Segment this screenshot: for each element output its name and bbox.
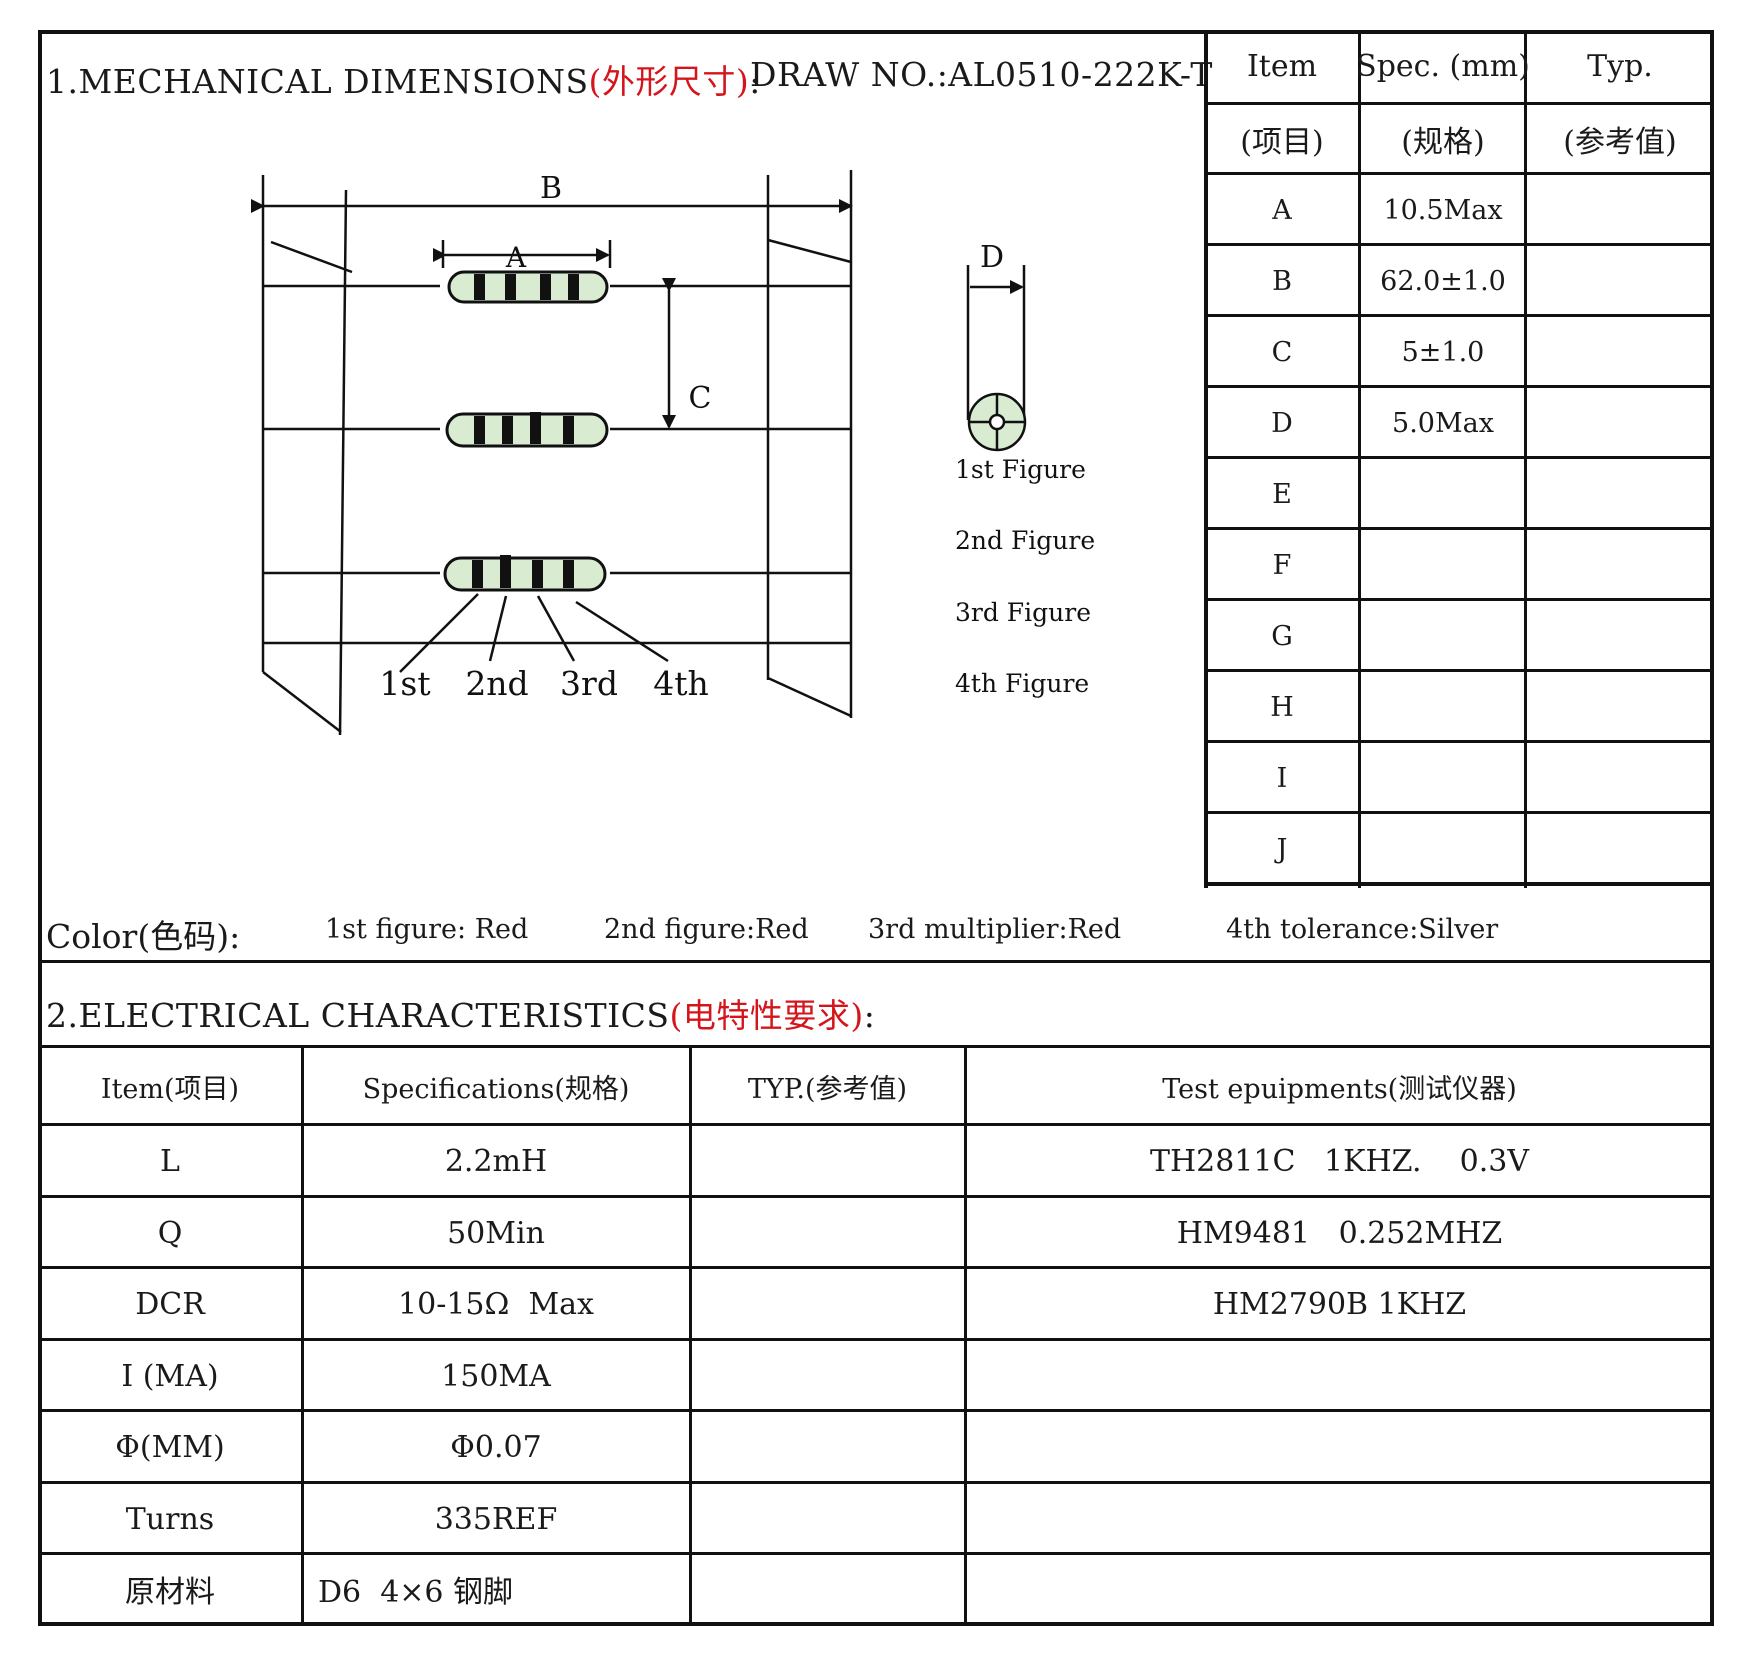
dim-label-b: B <box>540 171 562 206</box>
elec-row-q-typ <box>690 1198 965 1268</box>
band-label-1: 1st <box>379 664 430 703</box>
figure-label-2: 2nd Figure <box>955 526 1095 555</box>
elec-header-item: Item(项目) <box>100 1073 240 1105</box>
elec-row-material-spec: D6 4×6 钢脚 <box>318 1575 514 1610</box>
divider-color <box>38 960 1714 963</box>
section1-title-suffix: : <box>749 62 761 101</box>
dim-label-a: A <box>505 241 527 274</box>
spec-row-f-typ <box>1526 530 1714 600</box>
elec-header-typ: TYP.(参考值) <box>747 1073 908 1105</box>
spec-row-b-item: B <box>1272 265 1292 297</box>
document-frame <box>38 30 1714 1626</box>
section1-title: 1.MECHANICAL DIMENSIONS(外形尺寸): <box>46 55 761 103</box>
elec-row-l-test: TH2811C 1KHZ. 0.3V <box>1149 1143 1530 1179</box>
spec-row-c-typ <box>1526 317 1714 387</box>
elec-row-dcr-spec: 10-15Ω Max <box>398 1286 594 1322</box>
spec-row-j-spec <box>1360 814 1526 884</box>
spec-row-c-spec: 5±1.0 <box>1401 336 1485 368</box>
elec-row-dcr-typ <box>690 1269 965 1339</box>
color-code-label: Color(色码): <box>46 917 241 956</box>
section1-title-cn: (外形尺寸) <box>588 62 750 101</box>
drawing-number: DRAW NO.:AL0510-222K-T <box>750 55 1213 94</box>
elec-row-turns-spec: 335REF <box>434 1501 558 1537</box>
spec-header-spec-cn: (规格) <box>1401 125 1485 160</box>
spec-row-i-spec <box>1360 743 1526 813</box>
section2-title-cn: (电特性要求) <box>669 996 864 1035</box>
spec-row-h-item: H <box>1270 691 1294 723</box>
elec-row-material-item: 原材料 <box>125 1575 215 1610</box>
band-label-2: 2nd <box>465 664 528 703</box>
color-code-item-2: 2nd figure:Red <box>604 914 809 945</box>
elec-header-test: Test epuipments(测试仪器) <box>1162 1073 1517 1105</box>
spec-row-b-typ <box>1526 246 1714 316</box>
spec-row-b-spec: 62.0±1.0 <box>1380 265 1506 297</box>
spec-row-c-item: C <box>1271 336 1293 368</box>
spec-row-h-spec <box>1360 672 1526 742</box>
elec-row-q-item: Q <box>157 1215 183 1251</box>
elec-row-dcr-test: HM2790B 1KHZ <box>1212 1286 1467 1322</box>
spec-row-a-typ <box>1526 175 1714 245</box>
elec-row-current-test <box>965 1341 1714 1411</box>
elec-row-current-spec: 150MA <box>441 1358 551 1394</box>
spec-header-typ-cn: (参考值) <box>1563 125 1677 160</box>
elec-row-diameter-spec: Φ0.07 <box>450 1429 542 1465</box>
spec-table: Item Spec. (mm) Typ. (项目) (规格) (参考值) A 1… <box>1204 30 1714 888</box>
spec-row-d-typ <box>1526 388 1714 458</box>
section1-title-en: 1.MECHANICAL DIMENSIONS <box>46 62 589 101</box>
spec-row-h-typ <box>1526 672 1714 742</box>
elec-header-spec: Specifications(规格) <box>362 1073 630 1105</box>
section2-title-suffix: : <box>863 996 876 1035</box>
section2-title-en: 2.ELECTRICAL CHARACTERISTICS <box>46 996 670 1035</box>
dim-label-d: D <box>980 240 1004 275</box>
mechanical-drawing: B A C D 1st 2nd 3rd 4th 1st Figure 2nd F… <box>251 170 1095 736</box>
spec-row-f-item: F <box>1272 549 1292 581</box>
spec-row-g-item: G <box>1271 620 1293 652</box>
electrical-table: Item(项目) Specifications(规格) TYP.(参考值) Te… <box>38 1045 1714 1626</box>
spec-row-j-item: J <box>1276 833 1288 865</box>
figure-label-3: 3rd Figure <box>955 598 1091 627</box>
spec-header-item-cn: (项目) <box>1240 125 1324 160</box>
spec-row-g-typ <box>1526 601 1714 671</box>
elec-row-turns-typ <box>690 1484 965 1554</box>
elec-row-material-test <box>965 1555 1714 1623</box>
spec-row-i-typ <box>1526 743 1714 813</box>
elec-row-dcr-item: DCR <box>135 1286 205 1322</box>
elec-row-material-typ <box>690 1555 965 1623</box>
spec-header-typ: Typ. <box>1587 49 1653 84</box>
figure-label-4: 4th Figure <box>955 669 1089 698</box>
spec-row-e-item: E <box>1272 478 1292 510</box>
spec-header-spec: Spec. (mm) <box>1356 49 1530 84</box>
elec-row-l-typ <box>690 1126 965 1196</box>
figure-label-1: 1st Figure <box>955 455 1086 484</box>
spec-row-e-typ <box>1526 459 1714 529</box>
elec-row-q-spec: 50Min <box>447 1215 545 1251</box>
color-code-item-1: 1st figure: Red <box>325 914 529 945</box>
spec-header-item: Item <box>1246 49 1318 84</box>
spec-row-a-item: A <box>1272 194 1292 226</box>
spec-row-j-typ <box>1526 814 1714 884</box>
spec-row-f-spec <box>1360 530 1526 600</box>
dim-label-c: C <box>689 381 712 416</box>
elec-row-diameter-typ <box>690 1412 965 1482</box>
elec-row-diameter-item: Φ(MM) <box>115 1429 225 1465</box>
elec-row-current-item: I (MA) <box>121 1358 219 1394</box>
section2-title: 2.ELECTRICAL CHARACTERISTICS(电特性要求): <box>46 989 875 1037</box>
elec-row-diameter-test <box>965 1412 1714 1482</box>
spec-row-a-spec: 10.5Max <box>1383 194 1503 226</box>
band-label-4: 4th <box>653 664 709 703</box>
elec-row-turns-item: Turns <box>125 1501 215 1537</box>
spec-row-i-item: I <box>1276 762 1288 794</box>
spec-row-d-spec: 5.0Max <box>1392 407 1494 439</box>
elec-row-current-typ <box>690 1341 965 1411</box>
color-code-item-3: 3rd multiplier:Red <box>868 914 1122 945</box>
elec-row-l-spec: 2.2mH <box>444 1143 548 1179</box>
elec-row-q-test: HM9481 0.252MHZ <box>1176 1215 1503 1251</box>
color-code-item-4: 4th tolerance:Silver <box>1226 914 1499 945</box>
elec-row-turns-test <box>965 1484 1714 1554</box>
spec-row-e-spec <box>1360 459 1526 529</box>
band-label-3: 3rd <box>560 664 618 703</box>
spec-row-d-item: D <box>1271 407 1293 439</box>
spec-row-g-spec <box>1360 601 1526 671</box>
elec-row-l-item: L <box>160 1143 180 1179</box>
